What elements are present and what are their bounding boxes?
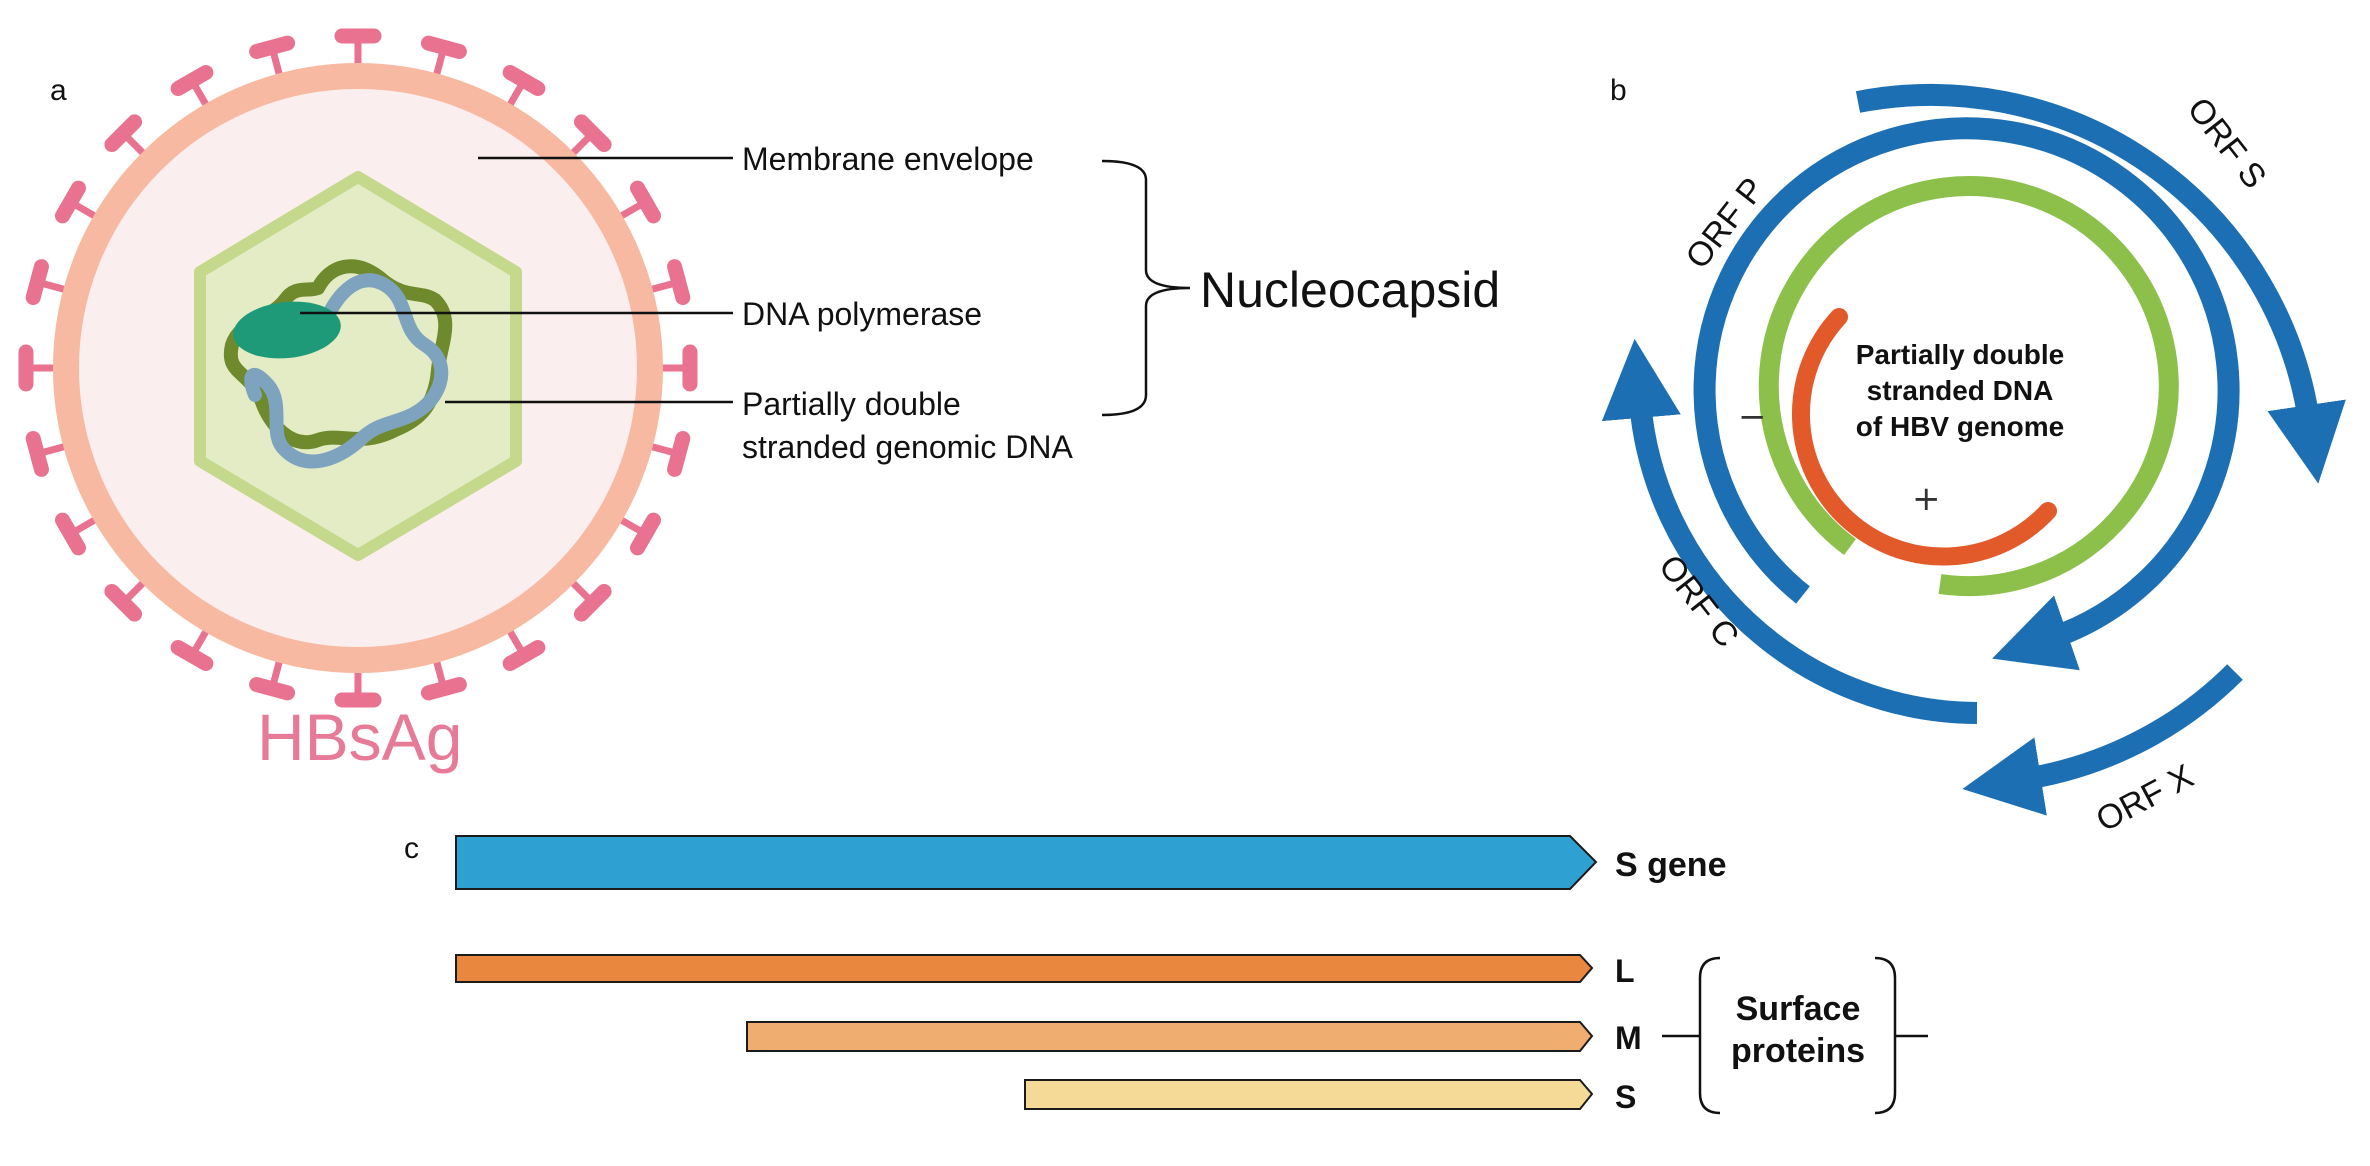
plus-strand-sign: +	[1912, 479, 1941, 519]
hbsag-spike	[170, 626, 214, 672]
hbsag-spike	[646, 430, 691, 477]
surface-proteins-line1: Surface	[1736, 990, 1861, 1028]
hbsag-spike	[567, 577, 612, 622]
hbsag-spike	[646, 259, 691, 306]
hbsag-spike	[420, 35, 467, 80]
nucleocapsid-label: Nucleocapsid	[1200, 262, 1500, 318]
dna-polymerase-label: DNA polymerase	[742, 296, 982, 332]
hbsag-spike	[334, 28, 382, 68]
hbsag-spike	[616, 512, 662, 556]
hbsag-spike	[25, 430, 70, 477]
genome-center-line2: stranded DNA	[1867, 375, 2054, 406]
orf-x-label: ORF X	[2090, 757, 2200, 839]
hbsag-title: HBsAg	[257, 700, 462, 774]
surface-proteins-line2: proteins	[1731, 1032, 1865, 1070]
hbsag-spike	[54, 180, 100, 224]
surface-left-bracket	[1698, 956, 1721, 1115]
genome-center-line3: of HBV genome	[1856, 411, 2064, 442]
m-protein-bar	[746, 1021, 1594, 1052]
orf-s-label: ORF S	[2180, 91, 2274, 196]
minus-strand-sign: −	[1738, 397, 1767, 437]
orf-p-arc	[1693, 117, 2240, 671]
genome-center-line1: Partially double	[1856, 339, 2065, 370]
hbsag-spike	[54, 512, 100, 556]
m-protein-label: M	[1615, 1020, 1642, 1056]
hbsag-spike	[616, 180, 662, 224]
hbsag-spike	[502, 626, 546, 672]
hbsag-spike	[104, 577, 149, 622]
hbv-genome-map	[1601, 84, 2346, 816]
s-protein-bar	[1024, 1079, 1594, 1110]
nucleocapsid-bracket	[1101, 159, 1191, 417]
s-protein-label: S	[1615, 1079, 1636, 1115]
genomic-dna-label-line1: Partially double	[742, 386, 961, 422]
surface-right-bracket	[1874, 956, 1897, 1115]
orf-s-arc	[1855, 84, 2346, 484]
capsid-hexagon	[194, 171, 522, 561]
hbsag-spike	[104, 114, 149, 159]
genomic-dna-label-line2: stranded genomic DNA	[742, 429, 1073, 465]
surface-antigen-spikes	[18, 28, 698, 708]
l-protein-label: L	[1615, 953, 1635, 989]
panel-a-label: a	[50, 74, 67, 107]
hbsag-spike	[25, 259, 70, 306]
hbsag-spike	[170, 64, 214, 110]
hbsag-spike	[249, 656, 296, 701]
minus-strand-arc	[1758, 176, 2179, 597]
hbv-virion	[18, 28, 698, 708]
hbsag-spike	[658, 344, 698, 392]
hbsag-spike	[567, 114, 612, 159]
hbsag-spike	[420, 656, 467, 701]
l-protein-bar	[455, 954, 1594, 983]
hbsag-spike	[334, 668, 382, 708]
hbsag-spike	[18, 344, 58, 392]
panel-c-label: c	[404, 832, 419, 865]
dna-polymerase	[233, 301, 341, 359]
panel-b-label: b	[1610, 74, 1627, 107]
s-gene-label: S gene	[1615, 846, 1726, 884]
membrane-envelope-label: Membrane envelope	[742, 141, 1034, 177]
orf-x-arc	[1962, 664, 2243, 816]
plus-strand-arc	[1791, 308, 2057, 566]
s-gene-bar	[455, 835, 1598, 890]
hbsag-spike	[502, 64, 546, 110]
orf-c-arc	[1601, 338, 1978, 724]
dna-strand-blue	[244, 273, 449, 469]
hbsag-spike	[249, 35, 296, 80]
